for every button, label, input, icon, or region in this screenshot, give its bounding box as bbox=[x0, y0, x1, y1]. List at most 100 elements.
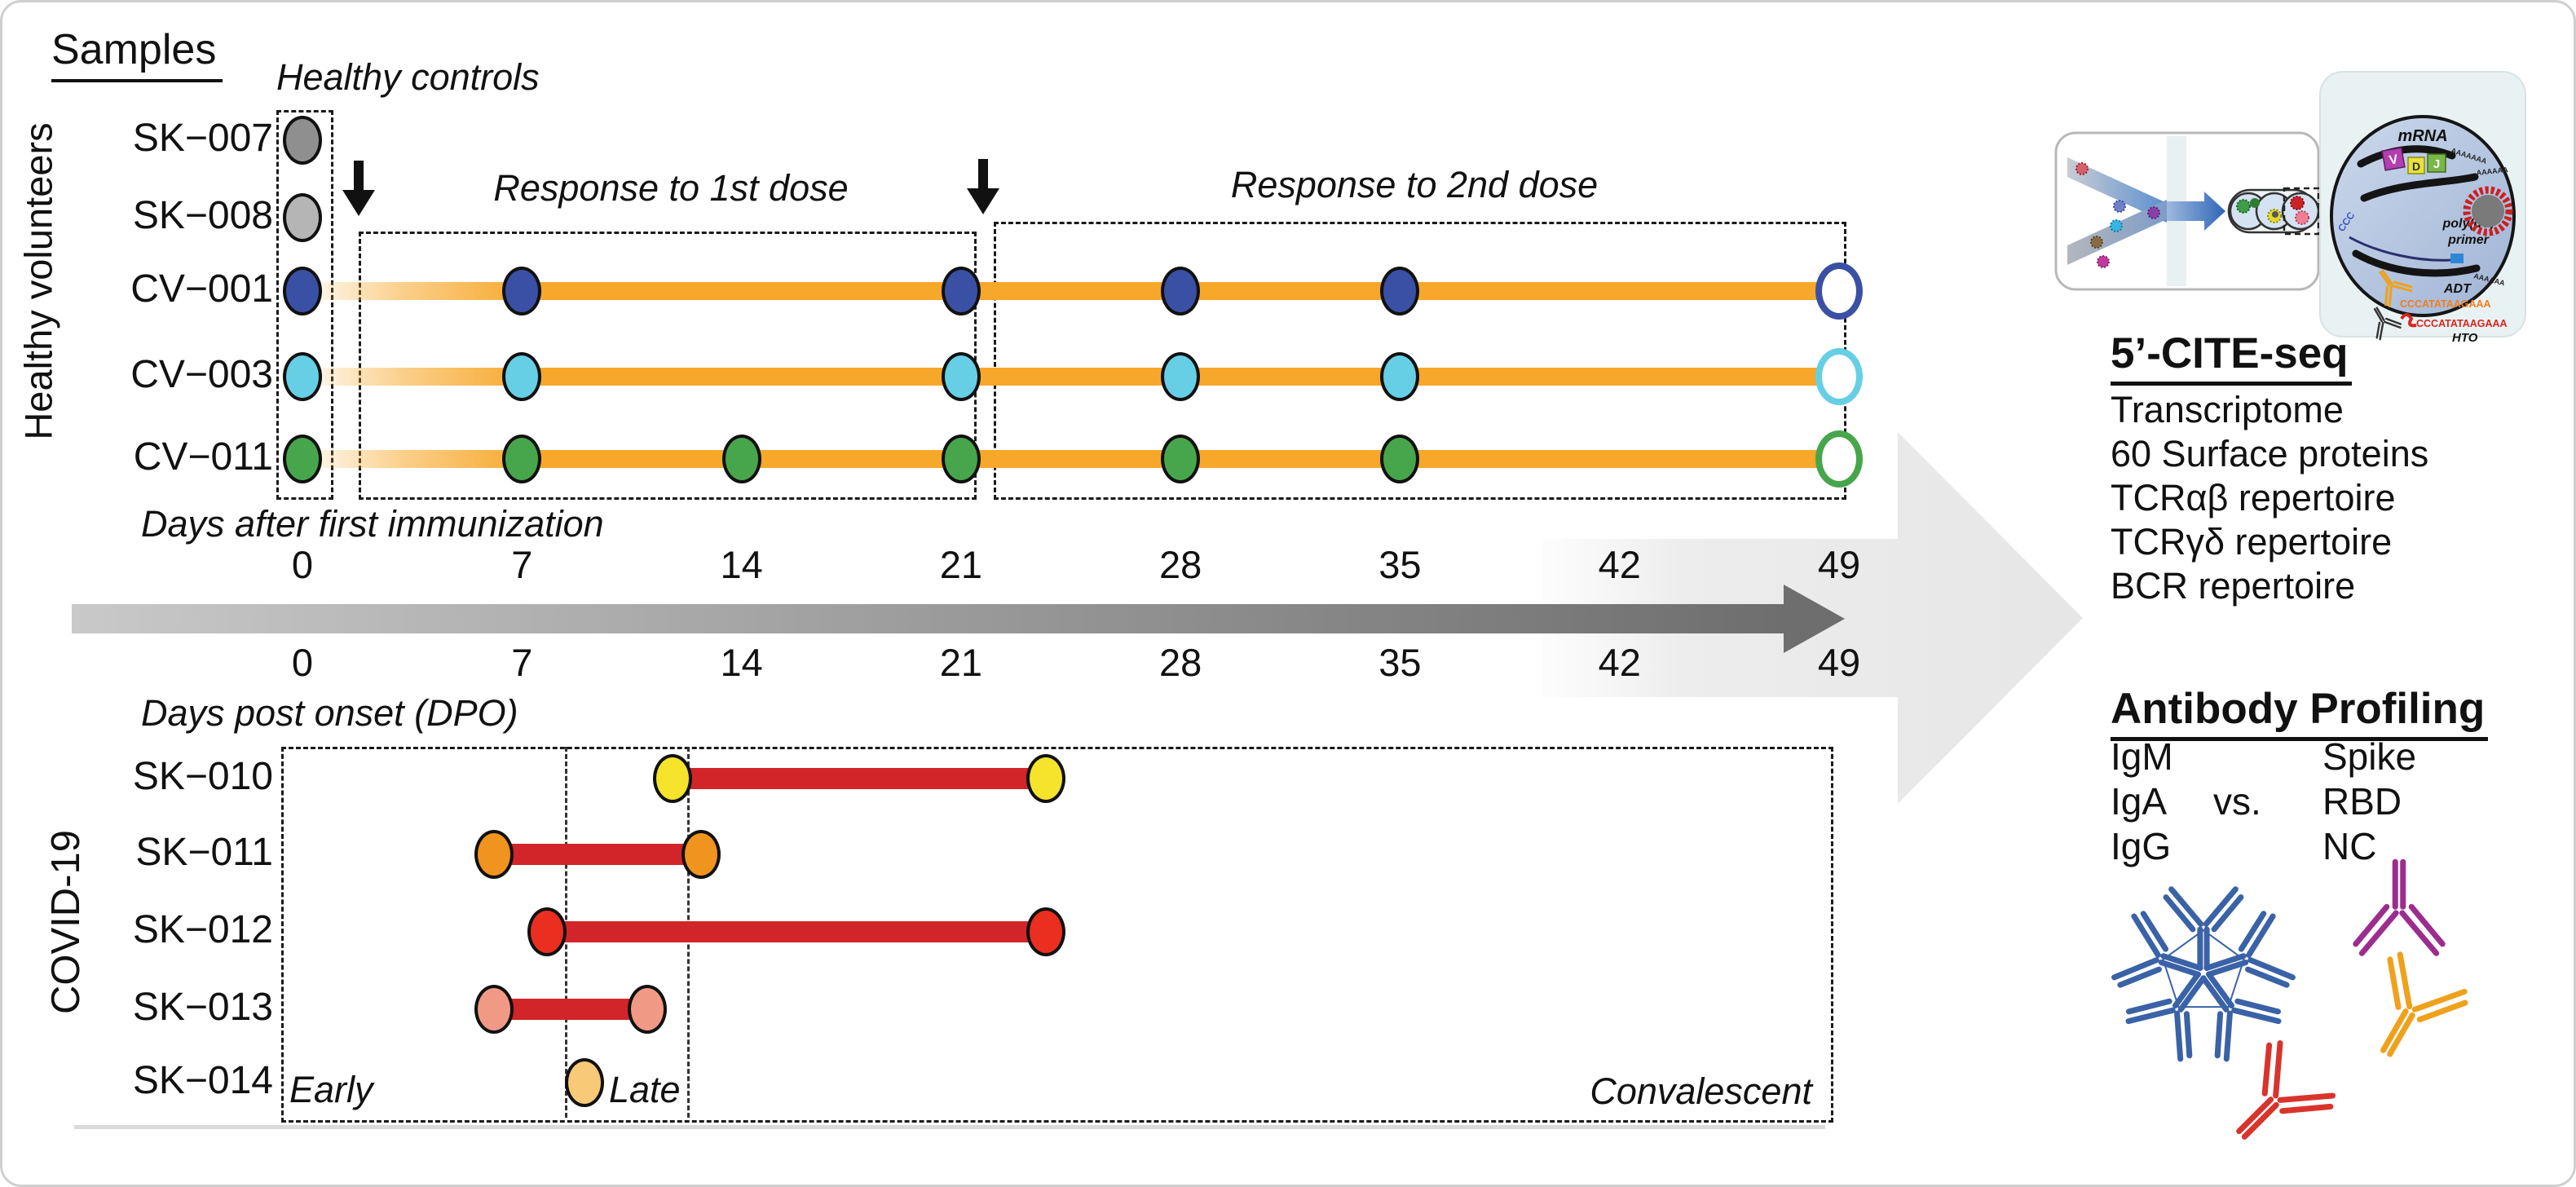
interval-bar-SK−011 bbox=[493, 844, 701, 865]
sample-dot-CV−003-day21 bbox=[941, 352, 981, 401]
hto-barcode: CCCATATAAGAAA bbox=[2416, 318, 2508, 329]
row-label-SK−007: SK−007 bbox=[132, 117, 273, 160]
row-label-CV−011: CV−011 bbox=[133, 435, 273, 479]
sample-dot-SK−007-day0 bbox=[283, 116, 322, 165]
igm-antibody-unit-4 bbox=[2111, 911, 2203, 988]
row-label-SK−008: SK−008 bbox=[132, 194, 273, 237]
sample-dot-CV−001-day35 bbox=[1380, 267, 1420, 316]
sample-dot-CV−003-day35 bbox=[1380, 352, 1420, 401]
dose2-arrow-icon bbox=[967, 159, 999, 214]
row-label-CV−003: CV−003 bbox=[130, 353, 273, 396]
hto-antibody-icon bbox=[2373, 307, 2402, 341]
sample-dot-CV−011-day0 bbox=[283, 435, 322, 483]
row-label-SK−013: SK−013 bbox=[132, 986, 273, 1029]
igm-antibody-unit-2 bbox=[2200, 971, 2282, 1062]
igg-antibody-red bbox=[2236, 1039, 2336, 1140]
timeline-axis-arrow bbox=[72, 585, 1845, 653]
sample-dot-CV−003-day0 bbox=[283, 352, 322, 401]
adt-barcode: CCCATATAAGAAA bbox=[2400, 298, 2491, 310]
bead-core bbox=[2472, 195, 2504, 227]
cite-seq-title: 5’-CITE-seq bbox=[2111, 329, 2352, 386]
iga-antibody-orange bbox=[2380, 951, 2468, 1057]
timeline-line-CV−003 bbox=[306, 368, 1841, 386]
sample-dot-CV−003-day7 bbox=[502, 352, 542, 401]
dose1-arrow-icon bbox=[342, 161, 375, 216]
open-dot-CV−001-day49 bbox=[1815, 263, 1864, 320]
immunization-tick-14: 14 bbox=[720, 543, 763, 586]
row-label-SK−012: SK−012 bbox=[132, 908, 273, 951]
open-dot-CV−011-day49 bbox=[1815, 430, 1864, 488]
sample-dot-CV−001-day7 bbox=[502, 267, 542, 316]
covid-phases-box bbox=[281, 747, 1833, 1123]
phase-early-label: Early bbox=[289, 1069, 373, 1110]
immunization-tick-7: 7 bbox=[511, 543, 533, 586]
sample-dot-SK−013-end bbox=[628, 985, 668, 1034]
polya-tail-2: AAAAAA bbox=[2476, 165, 2508, 177]
sample-dot-SK−011-start bbox=[474, 830, 514, 879]
cite-seq-item-surface-proteins: 60 Surface proteins bbox=[2111, 433, 2429, 474]
igm-pentamer-core bbox=[2162, 929, 2245, 1008]
phase-late-label: Late bbox=[609, 1069, 681, 1110]
antigen-nc: NC bbox=[2322, 825, 2377, 867]
isotype-igm: IgM bbox=[2111, 735, 2173, 778]
dpo-tick-42: 42 bbox=[1598, 641, 1641, 684]
immunization-tick-21: 21 bbox=[939, 543, 982, 586]
interval-bar-SK−013 bbox=[493, 999, 648, 1020]
sample-dot-SK−012-end bbox=[1026, 907, 1065, 956]
timeline-line-CV−011 bbox=[306, 450, 1841, 468]
microfluidics-illustration bbox=[2054, 131, 2320, 291]
sample-dot-CV−011-day35 bbox=[1380, 435, 1420, 483]
dpo-tick-21: 21 bbox=[939, 641, 982, 684]
v-segment-label: V bbox=[2389, 152, 2400, 168]
sample-dot-CV−001-day28 bbox=[1161, 267, 1201, 316]
igm-antibody-unit-3 bbox=[2125, 971, 2207, 1062]
vs-label: vs. bbox=[2213, 780, 2261, 823]
sample-dot-CV−011-day21 bbox=[941, 435, 981, 483]
polydt-label-line2: primer bbox=[2447, 233, 2490, 247]
sample-dot-CV−011-day14 bbox=[721, 435, 761, 483]
antigen-spike: Spike bbox=[2322, 735, 2417, 778]
sample-dot-SK−014-start bbox=[565, 1058, 605, 1107]
immunization-tick-42: 42 bbox=[1598, 543, 1641, 586]
immunization-tick-28: 28 bbox=[1159, 543, 1202, 586]
adt-antibody-icon bbox=[2379, 269, 2413, 307]
dpo-tick-35: 35 bbox=[1378, 641, 1422, 684]
isotype-igg: IgG bbox=[2111, 825, 2172, 867]
sample-dot-CV−011-day28 bbox=[1161, 435, 1201, 483]
axis-bottom-label: Days post onset (DPO) bbox=[141, 692, 518, 734]
timeline-line-CV−001 bbox=[306, 282, 1841, 300]
dose1-response-label: Response to 1st dose bbox=[493, 167, 849, 209]
cite-seq-item-tcrgd: TCRγδ repertoire bbox=[2111, 521, 2393, 563]
antibody-illustrations bbox=[2111, 858, 2468, 1140]
antigen-rbd: RBD bbox=[2322, 780, 2402, 823]
interval-bar-SK−010 bbox=[672, 768, 1046, 789]
bottom-divider-line bbox=[74, 1125, 1825, 1129]
dpo-tick-28: 28 bbox=[1159, 641, 1202, 684]
cite-seq-item-transcriptome: Transcriptome bbox=[2111, 389, 2344, 430]
healthy-controls-box bbox=[276, 110, 333, 500]
immunization-tick-49: 49 bbox=[1817, 543, 1861, 586]
interval-bar-SK−012 bbox=[547, 921, 1046, 942]
dpo-tick-49: 49 bbox=[1817, 641, 1861, 684]
dpo-tick-14: 14 bbox=[720, 641, 763, 684]
phase-convalescent-label: Convalescent bbox=[1590, 1070, 1812, 1112]
isotype-iga: IgA bbox=[2111, 780, 2168, 823]
antibody-profiling-title: Antibody Profiling bbox=[2111, 684, 2489, 741]
igm-antibody-unit-0 bbox=[2163, 886, 2244, 971]
cite-seq-item-bcr: BCR repertoire bbox=[2111, 565, 2356, 607]
immunization-tick-35: 35 bbox=[1378, 543, 1422, 586]
row-label-SK−014: SK−014 bbox=[132, 1059, 273, 1102]
d-segment-label: D bbox=[2412, 160, 2420, 173]
igm-antibody-unit-1 bbox=[2203, 911, 2296, 988]
cite-seq-item-tcrab: TCRαβ repertoire bbox=[2111, 477, 2396, 518]
sample-dot-CV−001-day21 bbox=[941, 267, 981, 316]
adt-label: ADT bbox=[2443, 282, 2472, 296]
cell-capture-illustration: mRNA AAAAAAA AAAAAA V D J CCC AAAAAA pol… bbox=[2319, 71, 2526, 345]
dose2-response-label: Response to 2nd dose bbox=[1230, 164, 1599, 205]
row-label-SK−011: SK−011 bbox=[135, 831, 273, 874]
sample-dot-CV−001-day0 bbox=[283, 267, 322, 316]
mrna-label: mRNA bbox=[2397, 127, 2447, 145]
sample-dot-SK−013-start bbox=[474, 985, 514, 1034]
